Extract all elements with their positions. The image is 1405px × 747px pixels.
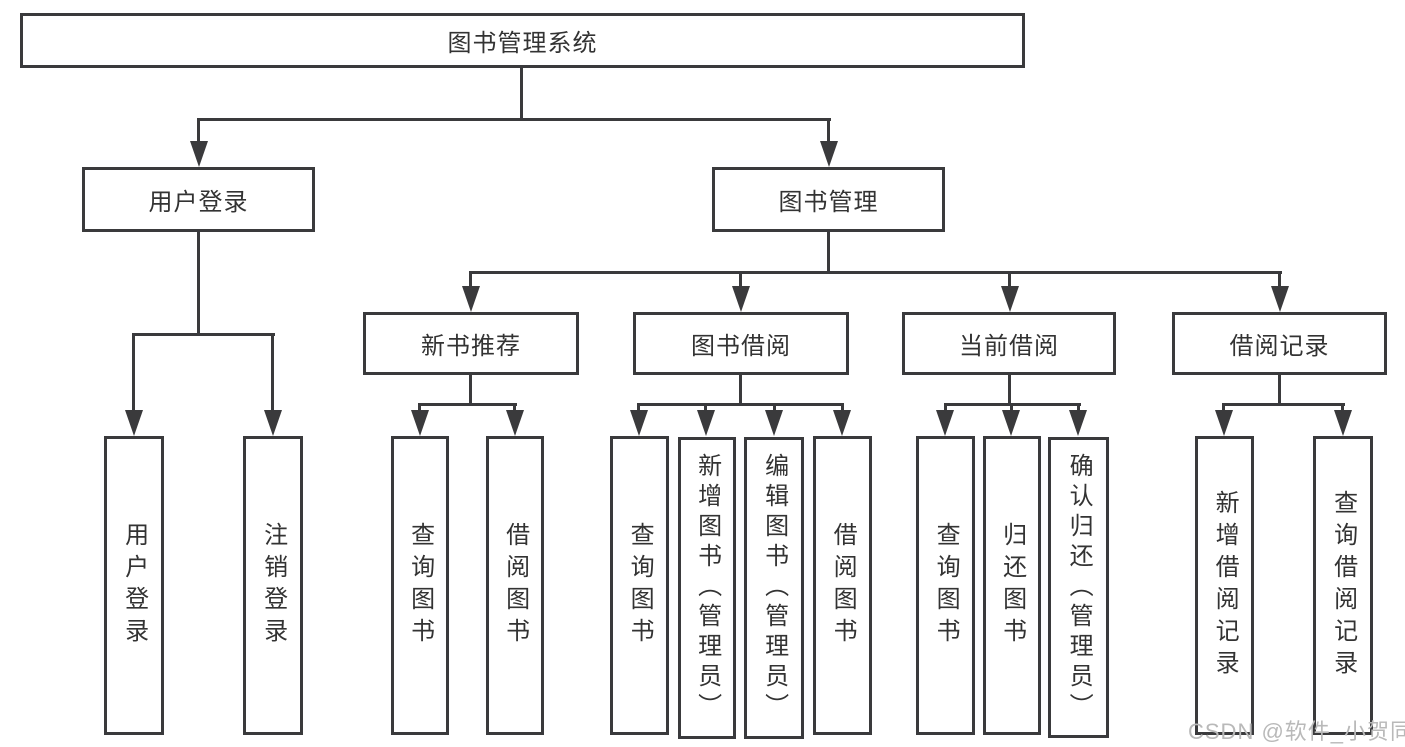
- node-borrowing: 图书借阅: [633, 312, 849, 375]
- edge-level3-hline: [469, 271, 1282, 274]
- leaf-confirm-return: 确认归还（管理员）: [1048, 437, 1109, 738]
- leaf-borrow-book-a: 借阅图书: [486, 436, 544, 735]
- node-records-label: 借阅记录: [1229, 333, 1330, 360]
- leaf-confirm-return-label: 确认归还（管理员）: [1065, 452, 1093, 723]
- edge-root-stem: [520, 66, 523, 120]
- edge-new-books-arrowhead-2: [506, 410, 524, 436]
- node-book-mgmt-label: 图书管理: [778, 189, 879, 216]
- edge-records-hline: [1222, 403, 1345, 406]
- edge-current-vline-2: [1010, 403, 1013, 413]
- leaf-add-book-label: 新增图书（管理员）: [693, 453, 721, 723]
- leaf-query-record: 查询借阅记录: [1313, 436, 1373, 735]
- leaf-return-book: 归还图书: [983, 436, 1041, 735]
- edge-level3-vline-current: [1008, 271, 1011, 289]
- edge-borrowing-vline-1: [637, 403, 640, 413]
- edge-level2-left-arrowhead: [190, 141, 208, 167]
- node-root: 图书管理系统: [20, 13, 1025, 68]
- leaf-add-record-label: 新增借阅记录: [1211, 489, 1239, 682]
- edge-borrowing-arrowhead-4: [833, 410, 851, 436]
- leaf-edit-book: 编辑图书（管理员）: [744, 437, 804, 739]
- leaf-query-book-b-label: 查询图书: [626, 521, 654, 650]
- leaf-edit-book-label: 编辑图书（管理员）: [760, 453, 788, 723]
- edge-user-login-hline: [132, 333, 275, 336]
- edge-records-arrowhead-2: [1334, 410, 1352, 436]
- edge-records-arrowhead-1: [1215, 410, 1233, 436]
- edge-level2-hline: [197, 118, 831, 121]
- edge-user-login-right-arrowhead: [264, 410, 282, 436]
- edge-user-login-right-vline: [271, 333, 274, 413]
- csdn-watermark: CSDN @软件_小贺同学: [1188, 719, 1405, 744]
- edge-new-books-stem: [469, 373, 472, 406]
- edge-borrowing-arrowhead-2: [697, 410, 715, 436]
- edge-level3-vline-borrowing: [739, 271, 742, 289]
- edge-current-arrowhead-1: [936, 410, 954, 436]
- edge-new-books-vline-2: [513, 403, 516, 413]
- edge-current-arrowhead-3: [1069, 410, 1087, 436]
- node-book-mgmt: 图书管理: [712, 167, 945, 232]
- edge-current-stem: [1008, 373, 1011, 406]
- edge-borrowing-vline-3: [773, 403, 776, 413]
- edge-borrowing-arrowhead-1: [630, 410, 648, 436]
- node-current: 当前借阅: [902, 312, 1116, 375]
- edge-level3-arrowhead-new-books: [462, 286, 480, 312]
- edge-level3-arrowhead-current: [1001, 286, 1019, 312]
- leaf-user-login-label: 用户登录: [120, 521, 148, 650]
- leaf-query-book-a: 查询图书: [391, 436, 449, 735]
- edge-level2-right-arrowhead: [820, 141, 838, 167]
- edge-level2-left-vline: [197, 118, 200, 148]
- edge-current-vline-3: [1077, 403, 1080, 413]
- edge-records-vline-2: [1341, 403, 1344, 413]
- edge-level3-arrowhead-borrowing: [732, 286, 750, 312]
- leaf-logout: 注销登录: [243, 436, 303, 735]
- edge-user-login-left-vline: [132, 333, 135, 413]
- leaf-query-book-a-label: 查询图书: [406, 521, 434, 650]
- node-user-login: 用户登录: [82, 167, 315, 232]
- edge-borrowing-stem: [739, 373, 742, 406]
- node-new-books-label: 新书推荐: [421, 333, 521, 360]
- leaf-query-book-c: 查询图书: [916, 436, 975, 735]
- edge-user-login-left-arrowhead: [125, 410, 143, 436]
- node-borrowing-label: 图书借阅: [691, 333, 791, 360]
- leaf-borrow-book-a-label: 借阅图书: [501, 521, 529, 650]
- leaf-add-record: 新增借阅记录: [1195, 436, 1254, 735]
- node-new-books: 新书推荐: [363, 312, 579, 375]
- edge-level2-right-vline: [827, 118, 830, 148]
- edge-new-books-hline: [418, 403, 517, 406]
- leaf-borrow-book-b-label: 借阅图书: [829, 521, 857, 650]
- edge-current-arrowhead-2: [1002, 410, 1020, 436]
- edge-new-books-arrowhead-1: [411, 410, 429, 436]
- edge-new-books-vline-1: [418, 403, 421, 413]
- leaf-logout-label: 注销登录: [259, 521, 287, 650]
- edge-records-stem: [1278, 373, 1281, 406]
- node-user-login-label: 用户登录: [148, 189, 249, 216]
- edge-borrowing-arrowhead-3: [765, 410, 783, 436]
- edge-current-vline-1: [944, 403, 947, 413]
- leaf-return-book-label: 归还图书: [998, 521, 1026, 650]
- edge-borrowing-vline-4: [841, 403, 844, 413]
- leaf-query-record-label: 查询借阅记录: [1329, 489, 1357, 682]
- edge-borrowing-hline: [637, 403, 844, 406]
- leaf-borrow-book-b: 借阅图书: [813, 436, 872, 735]
- leaf-user-login: 用户登录: [104, 436, 164, 735]
- edge-book-mgmt-stem: [827, 230, 830, 274]
- leaf-add-book: 新增图书（管理员）: [678, 437, 736, 739]
- edge-level3-vline-records: [1278, 271, 1281, 289]
- leaf-query-book-b: 查询图书: [610, 436, 669, 735]
- edge-borrowing-vline-2: [704, 403, 707, 413]
- edge-level3-arrowhead-records: [1271, 286, 1289, 312]
- node-records: 借阅记录: [1172, 312, 1387, 375]
- node-root-label: 图书管理系统: [447, 30, 598, 57]
- leaf-query-book-c-label: 查询图书: [932, 521, 960, 650]
- node-current-label: 当前借阅: [959, 333, 1059, 360]
- edge-level3-vline-new-books: [469, 271, 472, 289]
- edge-records-vline-1: [1222, 403, 1225, 413]
- edge-user-login-stem: [197, 230, 200, 335]
